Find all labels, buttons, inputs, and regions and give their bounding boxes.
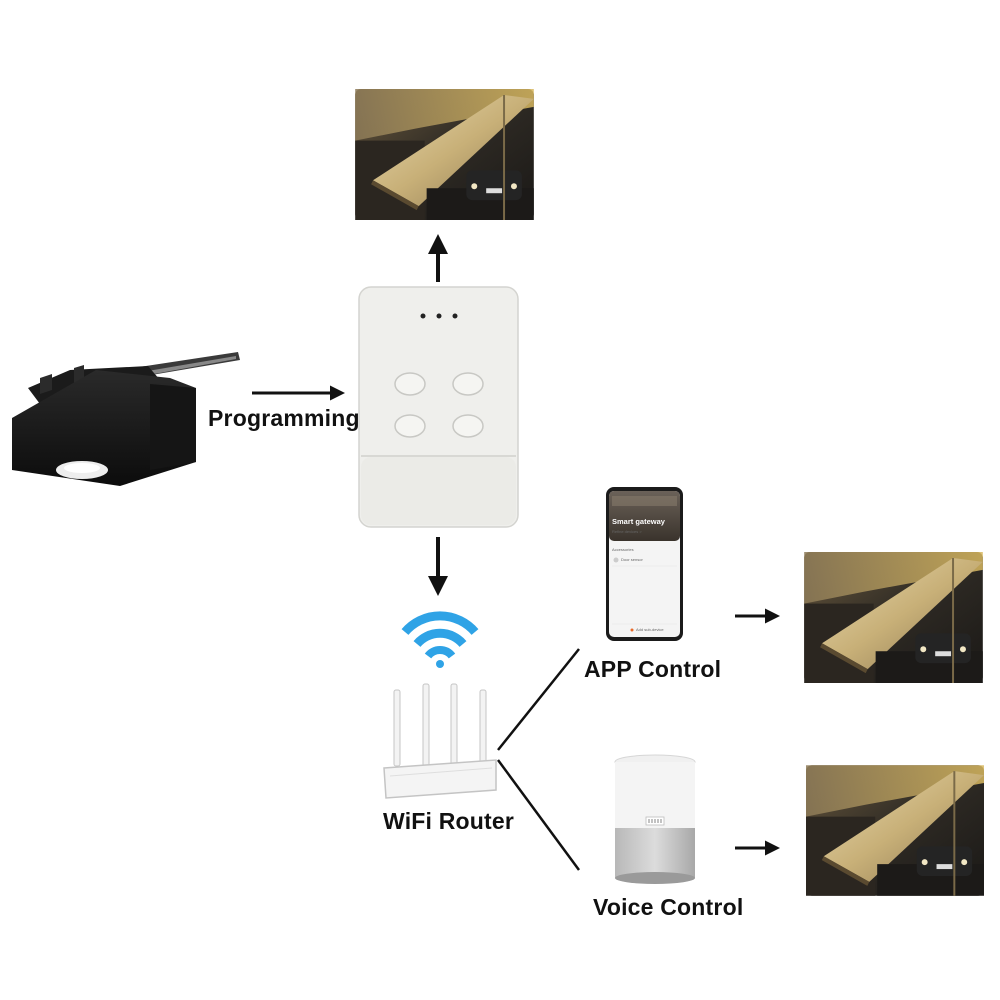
- smart-speaker: [614, 754, 696, 884]
- controller-button-2: [452, 372, 484, 396]
- gate-controller: [358, 286, 519, 528]
- garage-door-photo-app: [804, 552, 983, 683]
- controller-button-1: [394, 372, 426, 396]
- phone-device: Door sensor: [621, 557, 643, 562]
- garage-opener-motor: [12, 352, 240, 486]
- controller-button-4: [452, 414, 484, 438]
- phone-subtitle: Refine devices >: [612, 529, 642, 534]
- label-voice-control: Voice Control: [593, 894, 744, 920]
- wifi-icon: [401, 611, 479, 668]
- phone-section: Accessories: [612, 547, 634, 552]
- line-router-to-app: [497, 648, 580, 751]
- wifi-router: [383, 683, 497, 799]
- line-router-to-voice: [496, 759, 581, 871]
- controller-button-3: [394, 414, 426, 438]
- garage-door-photo-top: [355, 89, 534, 220]
- garage-door-photo-voice: [806, 765, 984, 896]
- label-programming: Programming: [208, 405, 360, 431]
- phone-title: Smart gateway: [612, 517, 666, 526]
- label-app-control: APP Control: [584, 656, 722, 682]
- smartphone: Smart gateway Refine devices > Accessori…: [606, 487, 683, 641]
- phone-bottom-button: Add sub-device: [636, 627, 664, 632]
- label-wifi-router: WiFi Router: [383, 808, 515, 834]
